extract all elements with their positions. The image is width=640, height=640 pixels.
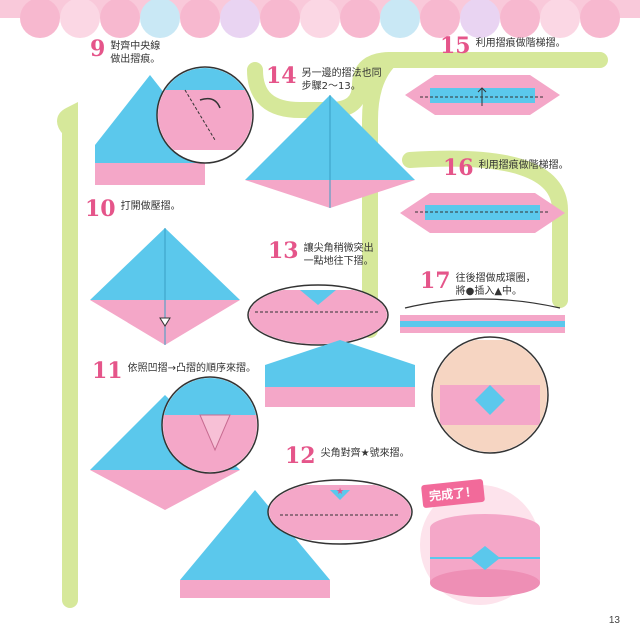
model-step-17 [400, 298, 565, 454]
step-number: 12 [285, 443, 316, 469]
step-number: 13 [268, 238, 299, 264]
top-decorative-border [0, 0, 640, 38]
step-13: 13 讓尖角稍微突出 一點地往下摺。 [268, 240, 374, 268]
page-number: 13 [608, 615, 620, 626]
model-step-10 [90, 228, 240, 345]
step-text: 往後摺做成環圈， 將●插入▲中。 [455, 273, 536, 297]
model-step-9 [95, 66, 254, 185]
step-number: 9 [90, 36, 106, 62]
step-10: 10 打開做壓摺。 [85, 198, 181, 220]
step-text: 依照凹摺→凸摺的順序來摺。 [127, 363, 257, 374]
model-step-16 [400, 193, 565, 233]
model-step-14 [245, 95, 415, 208]
green-path [57, 52, 608, 608]
step-text: 尖角對齊★號來摺。 [320, 448, 410, 459]
step-11: 11 依照凹摺→凸摺的順序來摺。 [92, 360, 256, 382]
star-icon: ★ [336, 487, 344, 497]
step-16: 16 利用摺痕做階梯摺。 [443, 157, 569, 179]
step-9: 9 對齊中央線 做出摺痕。 [90, 38, 160, 66]
step-15: 15 利用摺痕做階梯摺。 [440, 35, 566, 57]
step-17: 17 往後摺做成環圈， 將●插入▲中。 [420, 270, 536, 298]
step-text: 對齊中央線 做出摺痕。 [110, 41, 161, 65]
step-12: 12 尖角對齊★號來摺。 [285, 445, 410, 467]
step-number: 10 [85, 196, 116, 222]
model-step-15 [405, 75, 560, 115]
model-step-13 [247, 284, 415, 407]
step-text: 利用摺痕做階梯摺。 [478, 160, 569, 171]
model-step-12: ★ [180, 479, 413, 598]
step-14: 14 另一邊的摺法也同 步驟2～13。 [266, 65, 382, 93]
step-text: 另一邊的摺法也同 步驟2～13。 [301, 68, 382, 92]
step-text: 打開做壓摺。 [120, 201, 181, 212]
completed-model [420, 485, 540, 605]
step-number: 14 [266, 63, 297, 89]
step-text: 利用摺痕做階梯摺。 [475, 38, 566, 49]
step-text: 讓尖角稍微突出 一點地往下摺。 [303, 243, 374, 267]
step-number: 17 [420, 268, 451, 294]
model-step-11 [90, 376, 259, 510]
step-number: 15 [440, 33, 471, 59]
step-number: 16 [443, 155, 474, 181]
step-number: 11 [92, 358, 123, 384]
